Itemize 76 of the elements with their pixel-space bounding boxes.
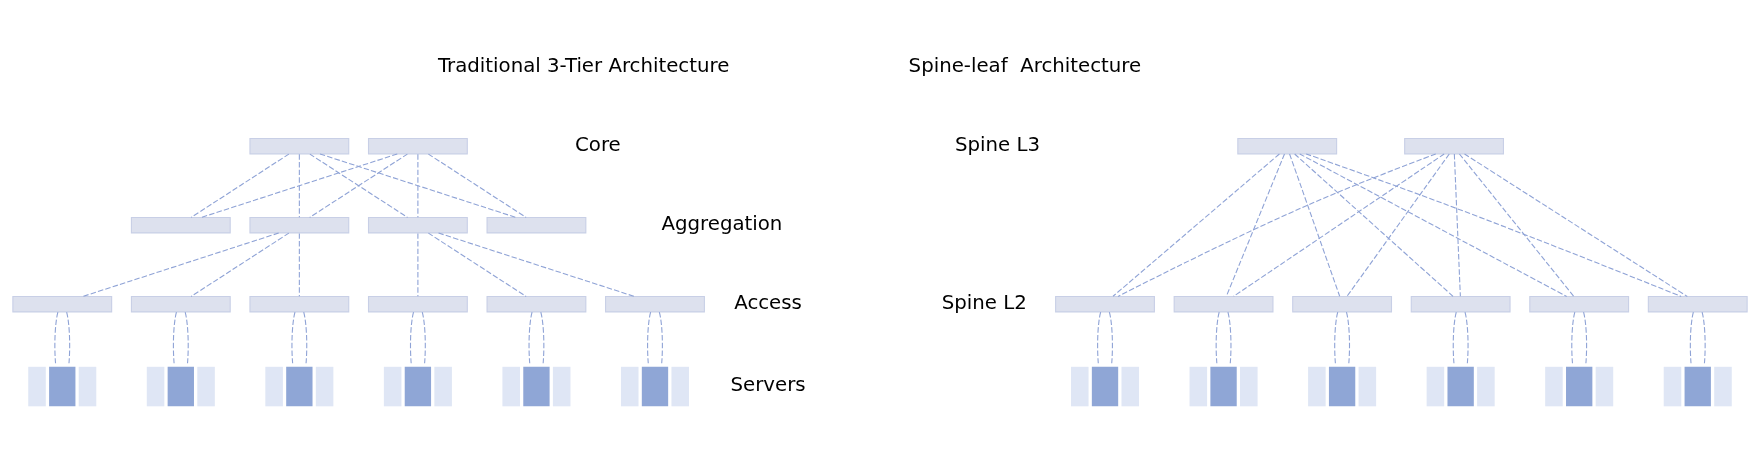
connector (291, 311, 296, 364)
node-box (1529, 295, 1630, 312)
connector (1299, 152, 1568, 297)
node-box (367, 216, 468, 233)
connector (421, 311, 426, 364)
connector (437, 231, 636, 297)
node-box (249, 216, 350, 233)
connector (1289, 152, 1341, 297)
connector (1097, 311, 1102, 364)
connector (1346, 152, 1450, 297)
node-box (486, 216, 587, 233)
node-box (1404, 137, 1504, 154)
connector (82, 231, 280, 297)
connector (190, 232, 290, 297)
connector (1334, 311, 1339, 364)
connector (1305, 152, 1682, 297)
connector (54, 311, 59, 364)
label: Spine L3 (954, 132, 1040, 156)
node-box (12, 295, 113, 312)
connector (417, 153, 419, 218)
connector (1571, 311, 1576, 364)
node-box (1237, 137, 1338, 154)
connector (1689, 311, 1694, 364)
connector (427, 232, 527, 297)
label: Aggregation (661, 211, 783, 235)
label: Spine L2 (941, 290, 1027, 314)
label: Spine-leaf Architecture (908, 53, 1142, 77)
node-box (130, 216, 231, 233)
label: Core (575, 132, 621, 156)
connector (1452, 311, 1457, 364)
connector (540, 311, 545, 364)
connector (1453, 152, 1461, 297)
node-box (130, 295, 231, 312)
connector (1227, 311, 1232, 364)
connector (172, 311, 177, 364)
node-box (486, 295, 587, 312)
connector (1345, 311, 1351, 364)
connector (1215, 311, 1220, 364)
connector (1458, 152, 1575, 297)
node-box (1410, 295, 1511, 312)
node-box (367, 137, 468, 154)
node-box (249, 295, 350, 312)
connector (1464, 152, 1688, 297)
connector (184, 311, 189, 364)
node-box (249, 137, 350, 154)
connector (1583, 311, 1588, 364)
connector (1233, 152, 1445, 297)
connector (1225, 152, 1286, 297)
connector (1112, 152, 1280, 297)
connector (190, 153, 290, 218)
connector (1108, 311, 1113, 364)
connector (1701, 311, 1706, 364)
connector (1294, 152, 1454, 297)
connector (298, 232, 300, 297)
label: Servers (730, 372, 806, 396)
node-box (1055, 295, 1155, 312)
connector (647, 311, 652, 364)
node-box (367, 295, 468, 312)
connector (528, 311, 533, 364)
connector (298, 153, 300, 218)
label: Access (734, 290, 802, 314)
node-box (605, 295, 705, 312)
connector (417, 232, 419, 297)
connector (427, 153, 527, 218)
connector (66, 311, 71, 364)
connector (200, 152, 398, 218)
label: Traditional 3-Tier Architecture (437, 53, 730, 77)
node-box (1292, 295, 1393, 312)
node-box (1173, 295, 1274, 312)
connector (319, 152, 517, 218)
connector (1464, 311, 1469, 364)
connector (658, 311, 663, 364)
connector (303, 311, 308, 364)
connector (409, 311, 415, 364)
connector (1117, 152, 1437, 297)
node-box (1647, 295, 1748, 312)
